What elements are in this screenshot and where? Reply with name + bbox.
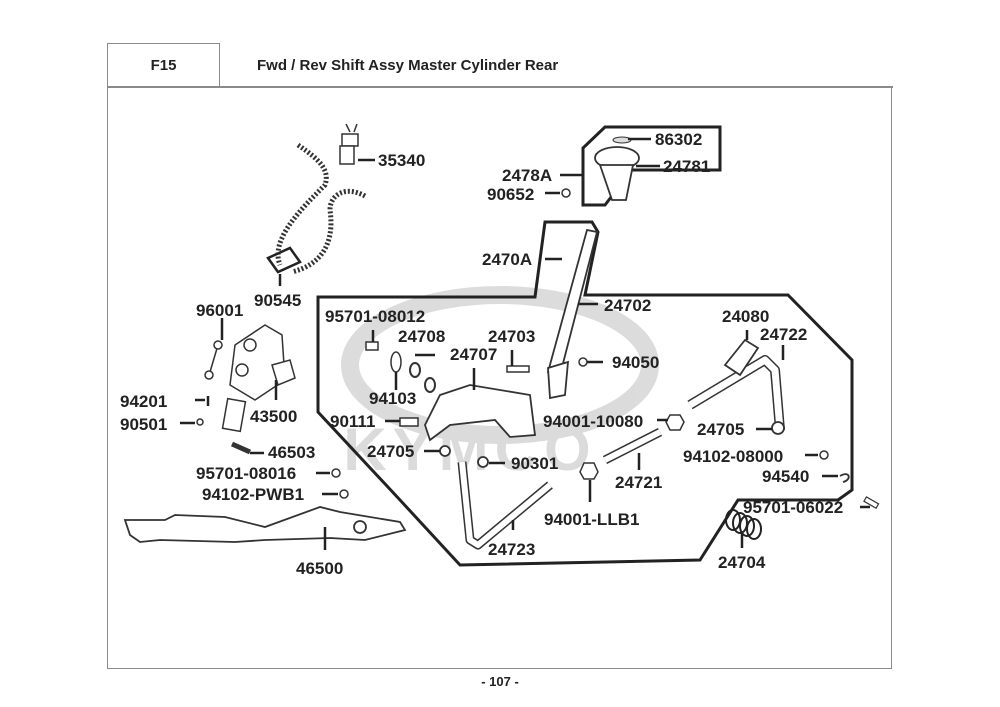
bracket-24080 bbox=[723, 338, 760, 377]
part-label: 24704 bbox=[718, 553, 766, 572]
bolt-90111 bbox=[399, 417, 419, 427]
part-label: 94102-PWB1 bbox=[202, 485, 304, 504]
pin-46503 bbox=[230, 441, 252, 455]
part-label: 24721 bbox=[615, 473, 662, 492]
nut-90652 bbox=[561, 188, 571, 198]
part-label: 90111 bbox=[330, 412, 375, 431]
page-number: - 107 - bbox=[481, 674, 519, 689]
bolt-95701-06022 bbox=[863, 496, 880, 510]
o-ring-24708a bbox=[409, 362, 421, 378]
part-label: 94001-10080 bbox=[543, 412, 643, 431]
part-label: 90501 bbox=[120, 415, 167, 434]
part-label: 46503 bbox=[268, 443, 315, 462]
section-code: F15 bbox=[107, 43, 220, 87]
leader-lines bbox=[180, 137, 870, 550]
brake-hose-part bbox=[275, 142, 367, 275]
part-label: 24702 bbox=[604, 296, 651, 315]
washer-94103 bbox=[390, 351, 402, 373]
master-cylinder-part bbox=[221, 324, 296, 433]
washer-94102-pwb1 bbox=[339, 489, 349, 499]
part-label: 35340 bbox=[378, 151, 425, 170]
part-label: 2478A bbox=[502, 166, 552, 185]
part-label: 95701-08016 bbox=[196, 464, 296, 483]
nut-94001-10080 bbox=[665, 414, 685, 431]
part-label: 94201 bbox=[120, 392, 167, 411]
part-label: 24080 bbox=[722, 307, 769, 326]
part-label: 94050 bbox=[612, 353, 659, 372]
part-label: 24781 bbox=[663, 157, 710, 176]
part-label: 94001-LLB1 bbox=[544, 510, 639, 529]
lever-bracket bbox=[547, 360, 570, 400]
bolt-95701-08016 bbox=[331, 468, 341, 478]
header-divider bbox=[107, 86, 893, 88]
pedal-pivot bbox=[353, 520, 367, 534]
shift-knob-part bbox=[594, 146, 640, 201]
part-label: 90545 bbox=[254, 291, 301, 310]
joint-24721-inner bbox=[603, 429, 662, 463]
washer-90501 bbox=[196, 418, 204, 426]
part-label: 24705 bbox=[697, 420, 744, 439]
part-label: 24722 bbox=[760, 325, 807, 344]
bolt-95701-08012 bbox=[365, 341, 379, 351]
part-label: 95701-06022 bbox=[743, 498, 843, 517]
page-title: Fwd / Rev Shift Assy Master Cylinder Rea… bbox=[257, 57, 559, 74]
part-label: 90301 bbox=[511, 454, 558, 473]
part-label: 24708 bbox=[398, 327, 445, 346]
shift-rod-24722-inner bbox=[688, 356, 784, 431]
shift-arm-24707 bbox=[424, 384, 537, 442]
brake-switch-part bbox=[339, 123, 359, 165]
part-label: 24703 bbox=[488, 327, 535, 346]
nut-94001-llb1 bbox=[579, 462, 599, 480]
pin-24703 bbox=[506, 365, 530, 373]
collar-24705b bbox=[771, 421, 785, 435]
diagram-frame bbox=[107, 87, 892, 669]
part-label: 86302 bbox=[655, 130, 702, 149]
shift-assy-group-outline bbox=[316, 220, 854, 567]
shift-rod-24723-inner bbox=[459, 461, 552, 548]
part-label: 96001 bbox=[196, 301, 243, 320]
washer-94050 bbox=[578, 357, 588, 367]
hose-clip bbox=[266, 246, 302, 274]
brake-pedal-part bbox=[123, 506, 407, 543]
washer-94102-08000 bbox=[819, 450, 829, 460]
o-ring-24708b bbox=[424, 377, 436, 393]
part-label: 94540 bbox=[762, 467, 809, 486]
part-label: 94103 bbox=[369, 389, 416, 408]
part-label: 43500 bbox=[250, 407, 297, 426]
part-label: 2470A bbox=[482, 250, 532, 269]
spring-24704 bbox=[725, 509, 762, 540]
part-label: 24707 bbox=[450, 345, 497, 364]
bolt-96001 bbox=[204, 340, 223, 380]
knob-group-outline bbox=[581, 125, 722, 207]
part-label: 46500 bbox=[296, 559, 343, 578]
part-label: 24723 bbox=[488, 540, 535, 559]
clip-94540 bbox=[839, 473, 850, 483]
nut-90301 bbox=[477, 456, 489, 468]
part-label: 95701-08012 bbox=[325, 307, 425, 326]
collar-24705a bbox=[439, 445, 451, 457]
part-label: 94102-08000 bbox=[683, 447, 783, 466]
part-label: 24705 bbox=[367, 442, 414, 461]
part-label: 90652 bbox=[487, 185, 534, 204]
